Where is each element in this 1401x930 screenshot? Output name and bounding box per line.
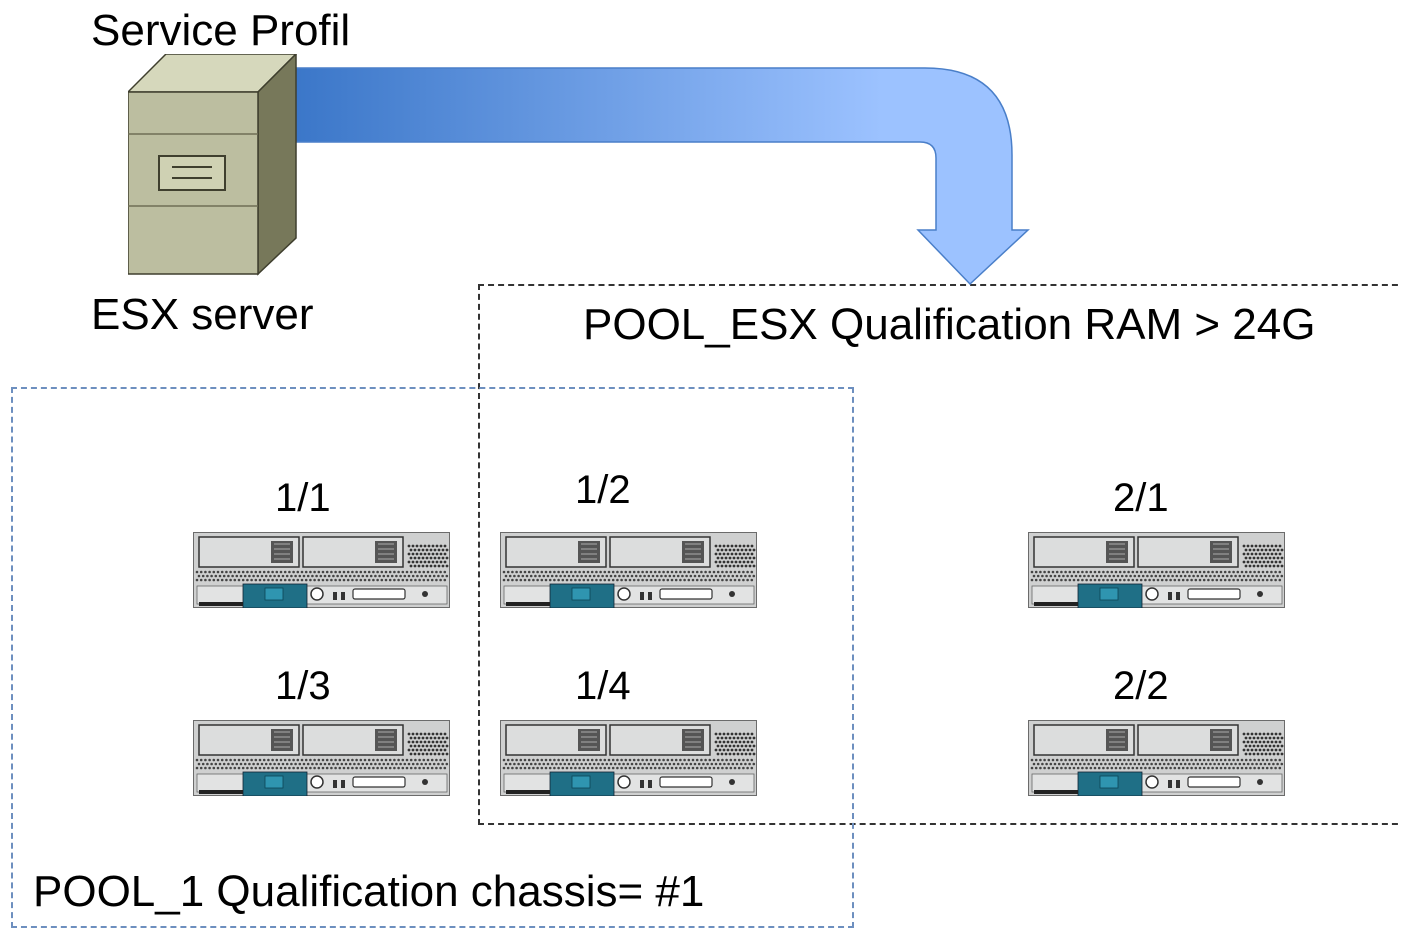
blade-slot-label: 2/1 (1113, 476, 1169, 520)
blade-slot-label: 1/2 (575, 468, 631, 512)
blade-slot-label: 1/4 (575, 664, 631, 708)
blade-server-icon (193, 720, 450, 801)
pool-1-label: POOL_1 Qualification chassis= #1 (33, 867, 705, 916)
blade-server-icon (1028, 532, 1285, 613)
blade-server-icon (500, 532, 757, 613)
blade-server-icon (193, 532, 450, 613)
server-tower-icon (128, 54, 298, 276)
blade-server-icon (1028, 720, 1285, 801)
esx-server-label: ESX server (91, 290, 314, 339)
blade-slot-label: 2/2 (1113, 664, 1169, 708)
blade-slot-label: 1/3 (275, 664, 331, 708)
pool-esx-box (478, 284, 1401, 825)
blade-slot-label: 1/1 (275, 476, 331, 520)
pool-1-box (11, 387, 854, 928)
pool-esx-label: POOL_ESX Qualification RAM > 24G (583, 300, 1316, 349)
service-profile-title: Service Profil (91, 6, 351, 55)
blade-server-icon (500, 720, 757, 801)
